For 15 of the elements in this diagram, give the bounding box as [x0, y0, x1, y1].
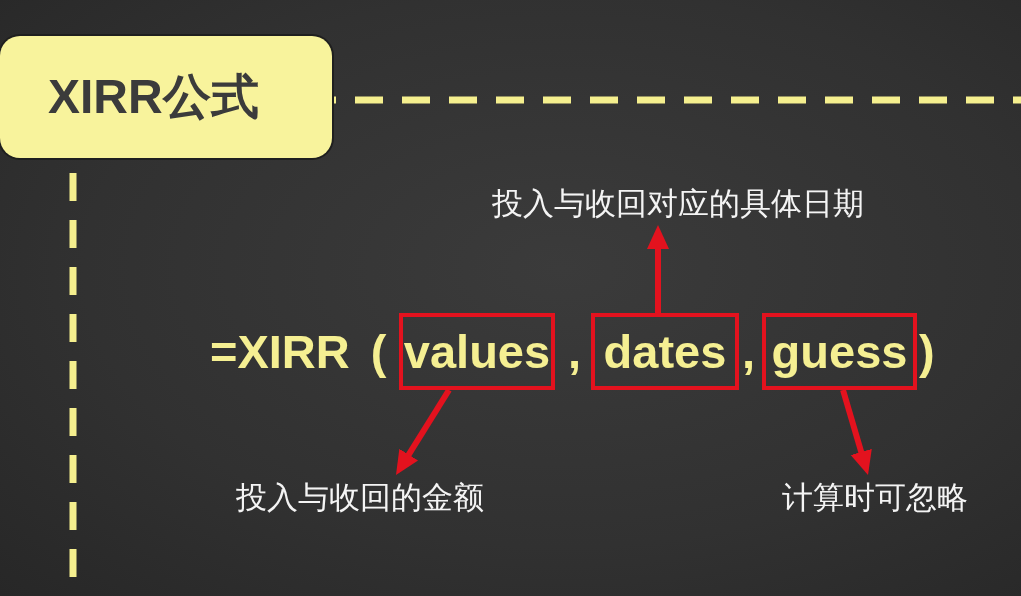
annotation-text: 投入与收回对应的具体日期 [492, 181, 864, 225]
annotation-text: 投入与收回的金额 [236, 475, 484, 519]
arrow [393, 388, 452, 477]
annotation-text: 计算时可忽略 [782, 475, 968, 519]
dashed-line [332, 96, 1021, 104]
formula-text: ) [919, 324, 935, 380]
title-box: XIRR公式 [0, 36, 332, 158]
arrow [647, 225, 669, 313]
highlight-box: dates [591, 313, 739, 390]
highlight-box: guess [762, 313, 917, 390]
highlight-box: values [399, 313, 555, 390]
arrow [840, 389, 872, 476]
formula-text: , [568, 324, 582, 380]
formula-text: , [742, 324, 756, 380]
formula-text: =XIRR ( [210, 324, 387, 380]
